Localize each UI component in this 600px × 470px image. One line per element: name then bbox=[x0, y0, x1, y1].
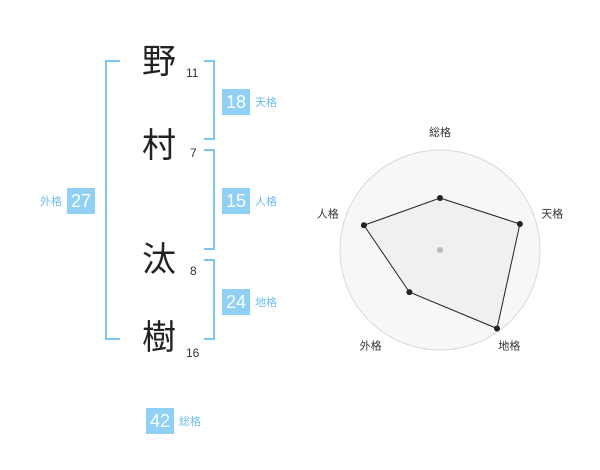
radar-axis-label-4: 外格 bbox=[360, 338, 382, 352]
name-char-1: 野 bbox=[142, 42, 176, 82]
stroke-count-2: 7 bbox=[190, 146, 197, 160]
radar-axis-label-1: 総格 bbox=[429, 125, 451, 139]
name-char-3: 汰 bbox=[142, 240, 176, 280]
name-char-4: 樹 bbox=[142, 318, 176, 358]
chikaku-label: 地格 bbox=[255, 296, 277, 309]
chikaku-badge: 24 地格 bbox=[222, 289, 277, 315]
jinkaku-value: 15 bbox=[222, 188, 250, 214]
jinkaku-label: 人格 bbox=[255, 195, 277, 208]
stroke-count-1: 11 bbox=[186, 66, 199, 80]
name-char-2: 村 bbox=[142, 126, 176, 166]
tenkaku-value: 18 bbox=[222, 89, 250, 115]
radar-point-2 bbox=[516, 221, 523, 228]
soukaku-badge: 42 総格 bbox=[146, 408, 201, 434]
chikaku-value: 24 bbox=[222, 289, 250, 315]
soukaku-label: 総格 bbox=[179, 415, 201, 428]
radar-axis-label-5: 人格 bbox=[317, 207, 339, 221]
radar-center-dot bbox=[437, 247, 443, 253]
gaikaku-label: 外格 bbox=[40, 195, 62, 208]
tenkaku-bracket bbox=[204, 60, 215, 140]
stroke-count-3: 8 bbox=[190, 264, 197, 278]
radar-point-3 bbox=[494, 325, 501, 332]
gaikaku-badge: 外格 27 bbox=[40, 188, 95, 214]
tenkaku-badge: 18 天格 bbox=[222, 89, 277, 115]
radar-point-5 bbox=[360, 222, 367, 229]
outer-bracket bbox=[105, 60, 120, 340]
stroke-count-4: 16 bbox=[186, 346, 200, 360]
jinkaku-bracket bbox=[204, 149, 215, 250]
chikaku-bracket bbox=[204, 259, 215, 340]
gaikaku-value: 27 bbox=[67, 188, 95, 214]
tenkaku-label: 天格 bbox=[255, 96, 277, 109]
soukaku-value: 42 bbox=[146, 408, 174, 434]
jinkaku-badge: 15 人格 bbox=[222, 188, 277, 214]
radar-point-1 bbox=[437, 195, 443, 201]
radar-polygon bbox=[363, 197, 521, 330]
radar-axis-label-3: 地格 bbox=[498, 338, 520, 352]
radar-points bbox=[360, 195, 523, 332]
radar-axis-label-2: 天格 bbox=[541, 207, 563, 221]
radar-point-4 bbox=[406, 289, 413, 296]
